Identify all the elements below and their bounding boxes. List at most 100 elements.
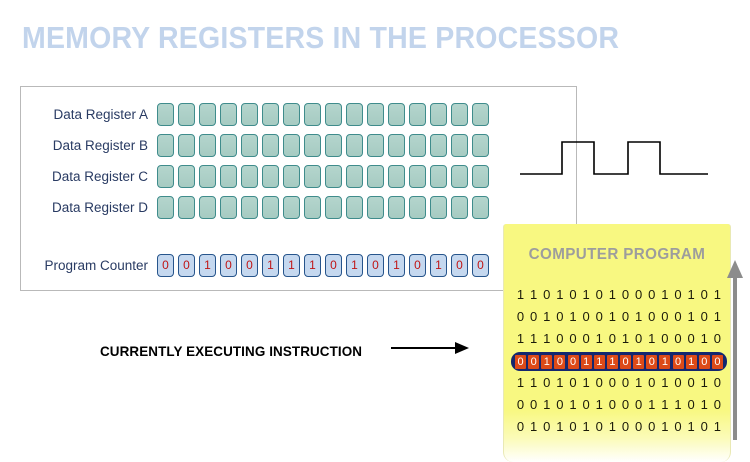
program-bit: 1 [685, 354, 697, 369]
program-bit: 1 [543, 331, 551, 346]
program-bit: 0 [672, 354, 684, 369]
program-bit: 1 [635, 375, 643, 390]
program-counter-bit: 0 [367, 253, 384, 277]
register-bit-cell [157, 133, 174, 157]
register-bit-cell [367, 102, 384, 126]
program-bit: 1 [713, 287, 721, 302]
program-bit: 0 [595, 375, 603, 390]
program-bit: 1 [580, 354, 592, 369]
register-bit-cell [325, 133, 342, 157]
register-bit-cell [346, 195, 363, 219]
program-bit: 1 [530, 287, 538, 302]
registers-panel: Data Register A Data Register B Data Reg… [20, 86, 577, 291]
program-bit: 0 [648, 419, 656, 434]
register-bit-cell [241, 164, 258, 188]
program-bit: 1 [582, 375, 590, 390]
program-bit: 0 [543, 375, 551, 390]
program-bit: 0 [646, 354, 658, 369]
page-title: MEMORY REGISTERS IN THE PROCESSOR [22, 20, 620, 55]
register-bit-cell [451, 102, 468, 126]
program-bit: 0 [516, 309, 525, 324]
program-bit: 0 [700, 309, 708, 324]
register-bit-cell [472, 133, 489, 157]
program-bit: 0 [556, 331, 564, 346]
program-bit: 0 [674, 375, 682, 390]
program-bit: 1 [556, 419, 564, 434]
program-bit: 1 [593, 354, 605, 369]
register-bit-cell [325, 102, 342, 126]
program-bit: 0 [687, 331, 695, 346]
program-bit: 1 [595, 331, 603, 346]
program-bit: 1 [687, 309, 695, 324]
register-bit-cell [304, 164, 321, 188]
program-bit: 1 [543, 309, 551, 324]
program-bit: 0 [711, 354, 723, 369]
program-bit: 0 [674, 331, 682, 346]
program-counter-bit: 0 [220, 253, 237, 277]
program-bit: 0 [674, 309, 682, 324]
program-bit: 0 [516, 419, 525, 434]
program-bit: 0 [698, 354, 710, 369]
program-bit: 1 [608, 419, 616, 434]
register-label-c: Data Register C [51, 168, 148, 184]
program-bit: 1 [674, 397, 682, 412]
program-bit: 1 [608, 309, 616, 324]
computer-program-title: COMPUTER PROGRAM [528, 246, 706, 263]
program-bit: 1 [541, 354, 553, 369]
program-bit: 0 [648, 287, 656, 302]
up-arrow-icon [726, 258, 744, 447]
program-bit: 0 [620, 354, 631, 369]
program-bit: 1 [648, 331, 656, 346]
clock-signal-waveform [518, 128, 710, 193]
register-bit-cell [241, 195, 258, 219]
register-bit-cell [430, 102, 447, 126]
right-arrow-icon [391, 340, 470, 361]
register-label-b: Data Register B [52, 137, 148, 153]
program-bit: 1 [661, 287, 669, 302]
register-bit-cell [346, 133, 363, 157]
register-bit-cell [367, 195, 384, 219]
program-bit: 1 [661, 375, 669, 390]
program-bit: 1 [713, 419, 721, 434]
register-bit-cell [283, 102, 300, 126]
register-row-b: Data Register B [21, 132, 576, 158]
program-bit: 0 [713, 375, 721, 390]
register-bit-cell [157, 164, 174, 188]
program-bit: 0 [687, 375, 695, 390]
program-bit: 1 [700, 375, 708, 390]
program-bit: 1 [516, 331, 525, 346]
program-bit: 0 [530, 397, 538, 412]
register-cells-c [157, 164, 489, 188]
program-bit: 1 [621, 331, 630, 346]
register-bit-cell [241, 102, 258, 126]
register-bit-cell [262, 102, 279, 126]
program-bit: 0 [621, 419, 630, 434]
program-bit: 0 [567, 354, 579, 369]
register-bit-cell [367, 164, 384, 188]
register-bit-cell [430, 195, 447, 219]
program-bit: 0 [635, 397, 643, 412]
register-bit-cell [283, 133, 300, 157]
instruction-callout-label: CURRENTLY EXECUTING INSTRUCTION [100, 342, 363, 359]
register-bit-cell [178, 195, 195, 219]
register-bit-cell [472, 195, 489, 219]
program-counter-bit: 1 [430, 253, 447, 277]
program-bit: 1 [659, 354, 671, 369]
program-counter-bit: 0 [157, 253, 174, 277]
program-bit: 1 [606, 354, 618, 369]
register-bit-cell [430, 164, 447, 188]
program-bit: 1 [569, 309, 577, 324]
program-counter-bit: 1 [304, 253, 321, 277]
register-bit-cell [199, 164, 216, 188]
program-counter-bit: 0 [451, 253, 468, 277]
register-bit-cell [304, 133, 321, 157]
register-bit-cell [346, 164, 363, 188]
program-bit: 0 [648, 309, 656, 324]
program-bit: 0 [608, 331, 616, 346]
